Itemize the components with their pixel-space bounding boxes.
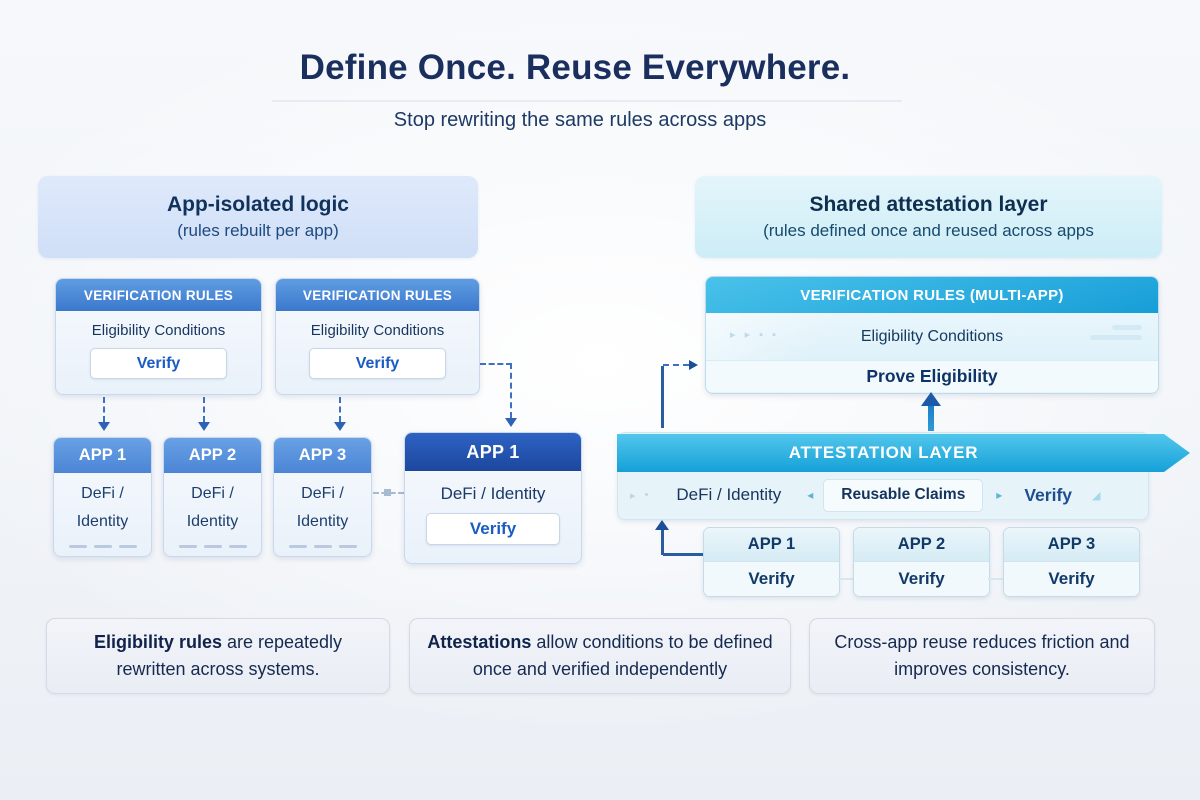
attestation-layer-banner: ATTESTATION LAYER [617,434,1190,472]
defi-identity-label: DeFi / [301,485,344,502]
link-node-icon [384,489,391,496]
defi-identity-label: DeFi / Identity [676,485,782,504]
left-panel-header: App-isolated logic (rules rebuilt per ap… [38,176,478,258]
arrowhead-up-icon [921,392,941,406]
defi-identity-label: DeFi / Identity [440,484,546,503]
dashed-arrow-down-icon [203,397,205,422]
dashed-connector-icon [663,364,689,366]
defi-identity-label: Identity [186,513,239,530]
left-panel-subtitle: (rules rebuilt per app) [177,221,339,240]
connector-line [661,529,664,555]
footnote-text: Cross-app reuse reduces friction and imp… [834,632,1130,679]
connector-line [661,366,664,428]
app-card-2: APP 2 DeFi / Identity [163,437,262,557]
dot-icon: • [644,489,649,501]
multi-app-rules-header: VERIFICATION RULES (MULTI-APP) [706,277,1158,313]
defi-identity-label: DeFi / [81,485,124,502]
placeholder-dashes [274,545,371,548]
verify-button[interactable]: Verify [854,562,989,596]
app-card-title: APP 3 [274,438,371,473]
corner-triangle-icon: ◢ [1092,489,1101,502]
right-panel-subtitle: (rules defined once and reused across ap… [763,221,1094,240]
eligibility-conditions-label: Eligibility Conditions [310,322,445,339]
dashed-arrow-down-icon [339,397,341,422]
multi-app-rules-card: VERIFICATION RULES (MULTI-APP) ▸ ▸ ▪ ▪ E… [705,276,1159,394]
verification-rules-header: VERIFICATION RULES [56,279,261,311]
up-arrow-shaft [928,405,934,431]
page-title: Define Once. Reuse Everywhere. [299,48,851,87]
verification-rules-card-1: VERIFICATION RULES Eligibility Condition… [55,278,262,395]
footnote-text: allow conditions to be defined once and … [472,632,773,679]
arrowhead-right-icon [689,360,698,370]
eligibility-conditions-label: Eligibility Conditions [860,327,1004,345]
reusable-claims-chip: Reusable Claims [823,478,984,512]
right-panel-header: Shared attestation layer (rules defined … [695,176,1162,258]
verify-button[interactable]: Verify [426,513,560,545]
featured-app-card: APP 1 DeFi / Identity Verify [404,432,582,564]
defi-identity-label: Identity [296,513,349,530]
footnote-bold: Attestations [427,632,532,652]
app-chip-3: APP 3 Verify [1003,527,1140,597]
app-chip-title: APP 3 [1004,528,1139,562]
verify-label: Verify [1024,484,1073,505]
verification-rules-header: VERIFICATION RULES [276,279,479,311]
app-card-title: APP 1 [405,433,581,471]
app-chip-title: APP 2 [854,528,989,562]
page-subtitle: Stop rewriting the same rules across app… [393,109,767,131]
app-chip-2: APP 2 Verify [853,527,990,597]
play-icon: ▸ [630,489,636,502]
verification-rules-card-2: VERIFICATION RULES Eligibility Condition… [275,278,480,395]
defi-identity-label: Identity [76,513,129,530]
app-card-title: APP 1 [54,438,151,473]
attestation-row: ▸ • DeFi / Identity ◂ Reusable Claims ▸ … [620,477,1144,513]
app-card-3: APP 3 DeFi / Identity [273,437,372,557]
verify-button[interactable]: Verify [1004,562,1139,596]
chip-link-line [838,578,853,580]
right-panel-title: Shared attestation layer [809,193,1048,216]
connector-line [663,553,703,556]
verify-button[interactable]: Verify [704,562,839,596]
prove-eligibility-label: Prove Eligibility [706,360,1158,392]
defi-identity-label: DeFi / [191,485,234,502]
title-divider [272,100,902,102]
dashed-connector-icon [480,363,512,365]
eligibility-conditions-label: Eligibility Conditions [91,322,226,339]
placeholder-dashes [54,545,151,548]
chevron-left-icon: ◂ [807,488,814,502]
arrowhead-down-icon [198,422,210,431]
footnote-text: are repeatedly rewritten across systems. [116,632,343,679]
app-card-1: APP 1 DeFi / Identity [53,437,152,557]
footnote-card-3: Cross-app reuse reduces friction and imp… [809,618,1155,694]
verify-button[interactable]: Verify [90,348,227,379]
deco-marks-icon: ▸ ▸ ▪ ▪ [730,329,780,341]
arrowhead-up-icon [655,520,669,530]
footnote-bold: Eligibility rules [93,632,222,652]
arrowhead-down-icon [334,422,346,431]
placeholder-dashes [164,545,261,548]
arrowhead-down-icon [505,418,517,427]
app-card-title: APP 2 [164,438,261,473]
arrowhead-down-icon [98,422,110,431]
dashed-arrow-down-icon [103,397,105,422]
footnote-card-1: Eligibility rules are repeatedly rewritt… [46,618,390,694]
chip-link-line [988,578,1003,580]
app-chip-title: APP 1 [704,528,839,562]
footnote-card-2: Attestations allow conditions to be defi… [409,618,791,694]
dashed-connector-icon [510,363,512,418]
left-panel-title: App-isolated logic [166,193,349,216]
verify-button[interactable]: Verify [309,348,446,379]
app-chip-1: APP 1 Verify [703,527,840,597]
chevron-right-icon: ▸ [996,488,1003,502]
deco-dashes-icon [1090,325,1142,340]
